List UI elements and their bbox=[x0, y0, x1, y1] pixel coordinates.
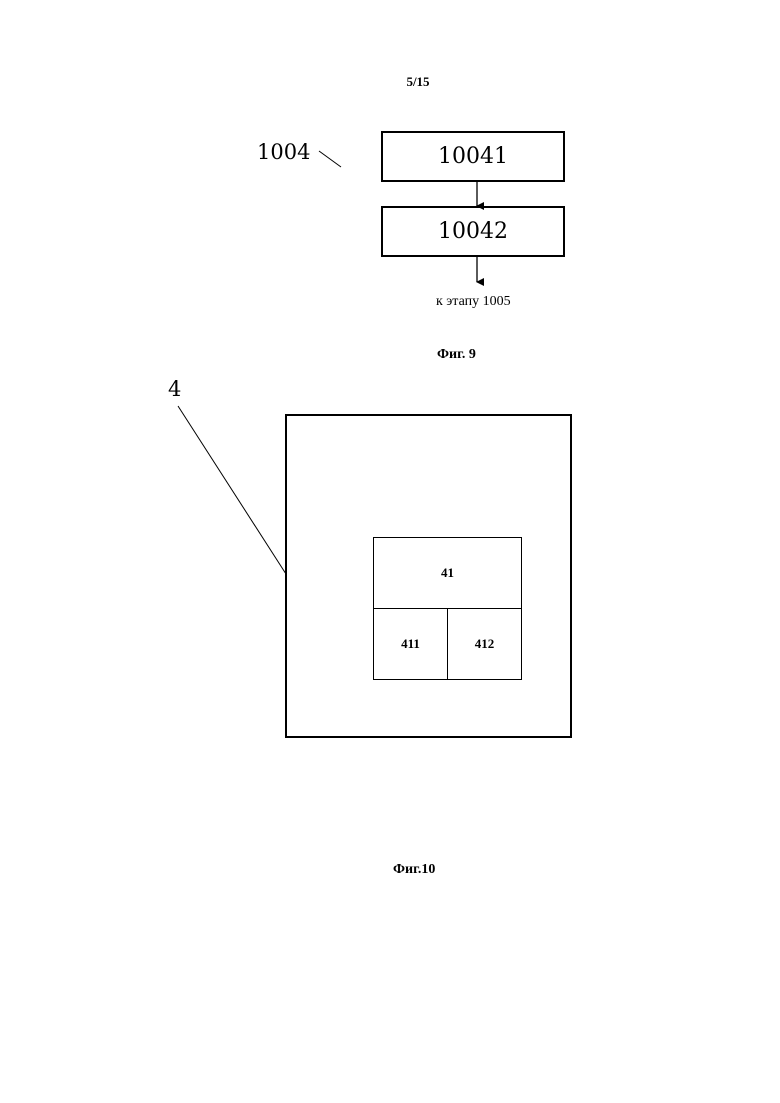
fig10-reference-label: 4 bbox=[168, 377, 182, 401]
fig10-caption: Фиг.10 bbox=[393, 862, 436, 877]
step-label: 10042 bbox=[438, 219, 508, 244]
next-step-note: к этапу 1005 bbox=[436, 294, 511, 309]
fig9-caption: Фиг. 9 bbox=[437, 347, 476, 362]
page-number: 5/15 bbox=[406, 74, 430, 89]
device-outer-frame bbox=[285, 414, 572, 738]
block-41: 41 bbox=[373, 537, 522, 609]
block-label: 412 bbox=[474, 636, 495, 651]
step-box-10042: 10042 bbox=[381, 206, 565, 257]
block-label: 411 bbox=[401, 636, 420, 651]
block-411: 411 bbox=[373, 608, 448, 680]
fig10-leader-line bbox=[177, 405, 287, 575]
block-label: 41 bbox=[441, 565, 454, 580]
fig9-reference-label: 1004 bbox=[257, 140, 311, 164]
block-412: 412 bbox=[447, 608, 522, 680]
fig9-leader-line bbox=[318, 150, 342, 168]
step-box-10041: 10041 bbox=[381, 131, 565, 182]
step-label: 10041 bbox=[438, 144, 508, 169]
